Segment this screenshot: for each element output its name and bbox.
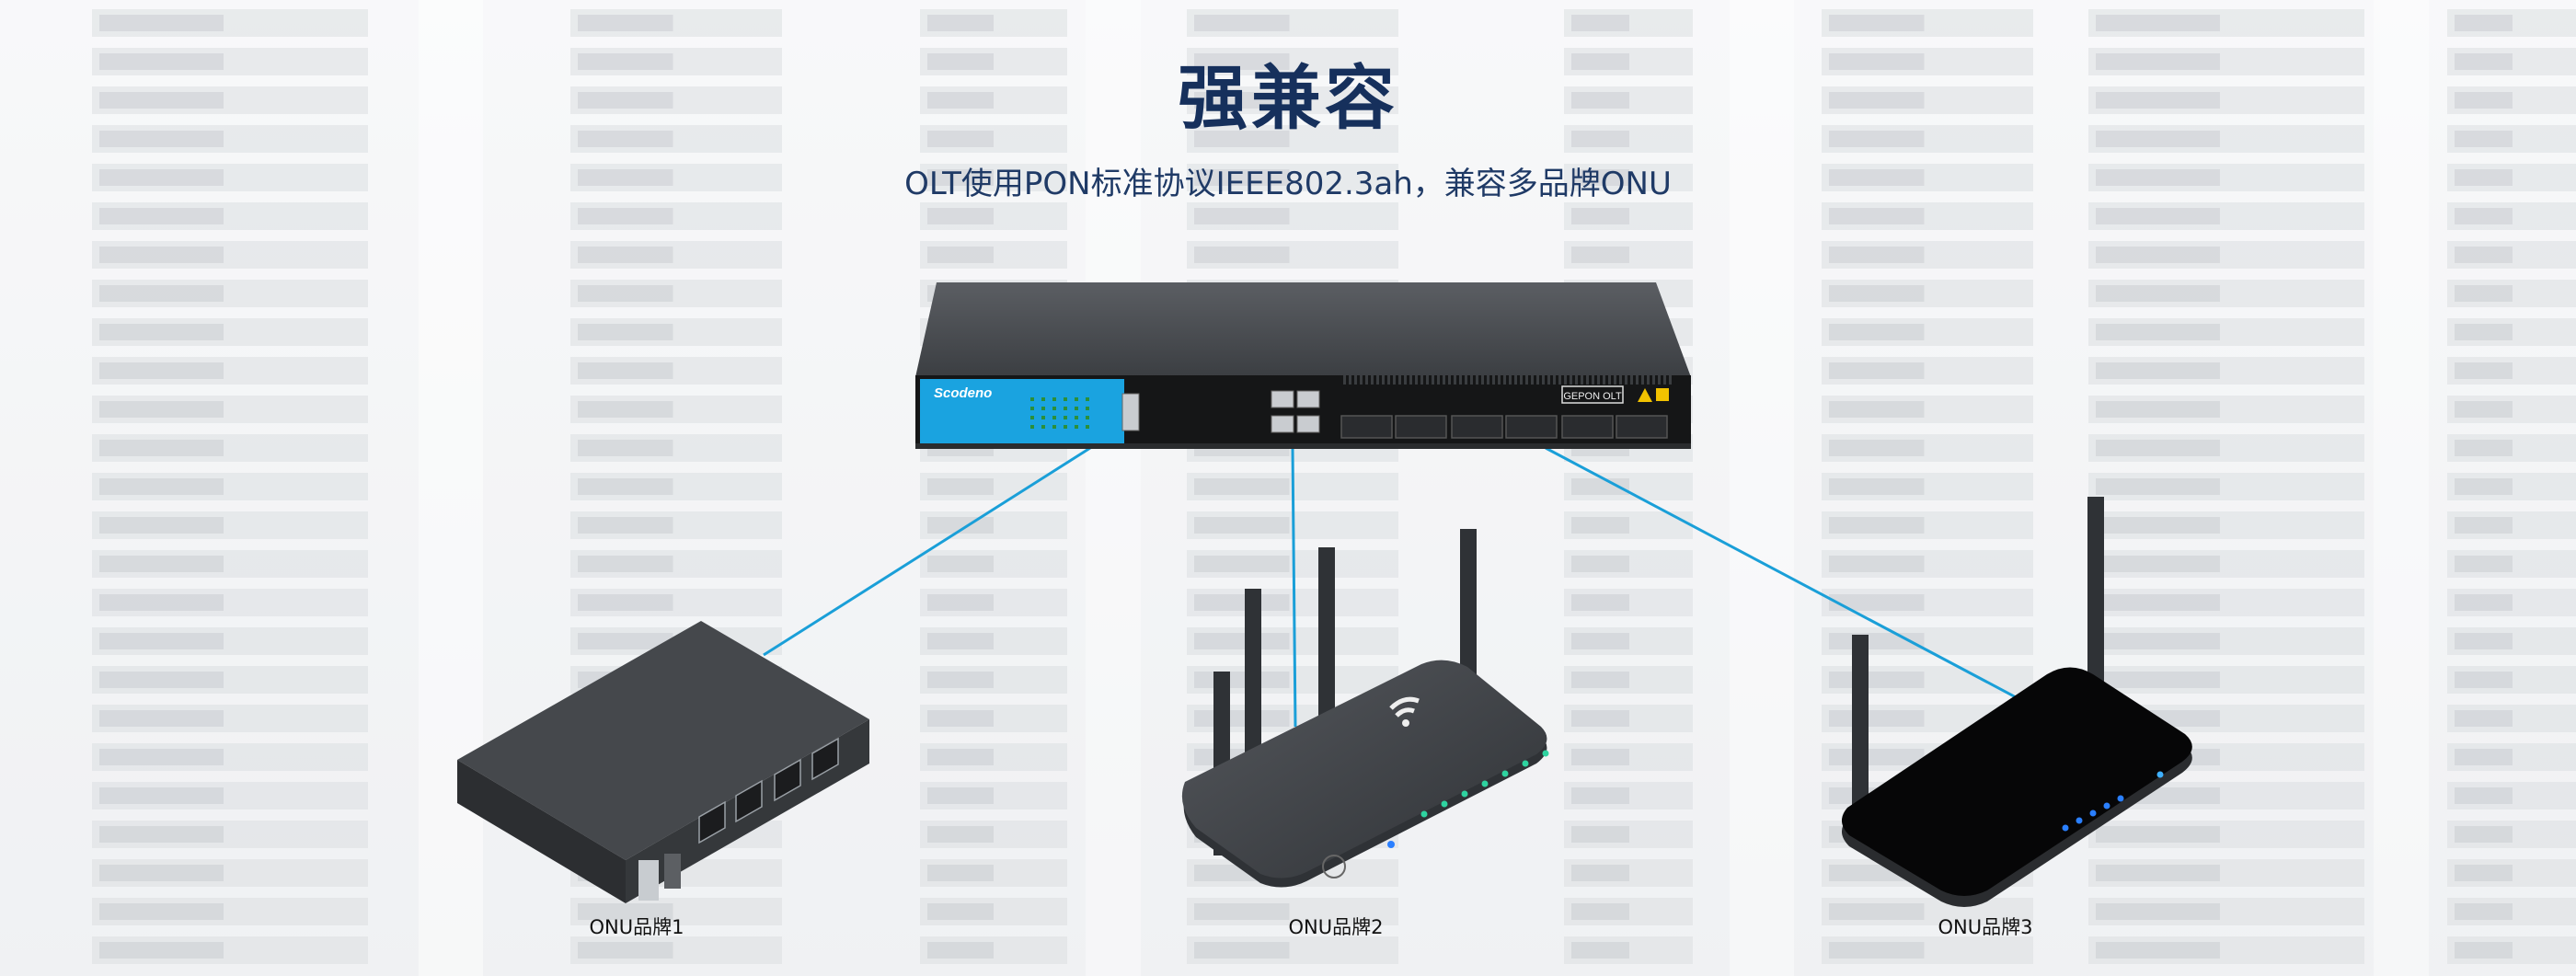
page-title: 强兼容 xyxy=(1178,57,1398,139)
warning-icon xyxy=(1638,388,1652,402)
connection-lines xyxy=(763,446,2034,728)
olt-model-tag-box xyxy=(1561,385,1624,404)
onu-brand-3-label: ONU品牌3 xyxy=(1938,916,2033,938)
router-two-antenna-icon xyxy=(1841,497,2192,907)
olt-device: Scodeno GEPON OLT xyxy=(915,282,1691,449)
olt-brand-text: Scodeno xyxy=(934,385,992,401)
page-subtitle: OLT使用PON标准协议IEEE802.3ah，兼容多品牌ONU xyxy=(904,166,1672,202)
switch-box-icon xyxy=(457,621,869,903)
router-four-antenna-icon xyxy=(1181,529,1549,888)
link-to-onu2 xyxy=(1291,447,1297,728)
onu-brand-1-label: ONU品牌1 xyxy=(589,916,684,938)
olt-model-tag: GEPON OLT xyxy=(1563,391,1622,402)
olt-brand-panel xyxy=(920,379,1124,443)
onu-brand-2-label: ONU品牌2 xyxy=(1288,916,1384,938)
link-to-onu3 xyxy=(1545,446,2034,708)
link-to-onu1 xyxy=(763,446,1091,657)
